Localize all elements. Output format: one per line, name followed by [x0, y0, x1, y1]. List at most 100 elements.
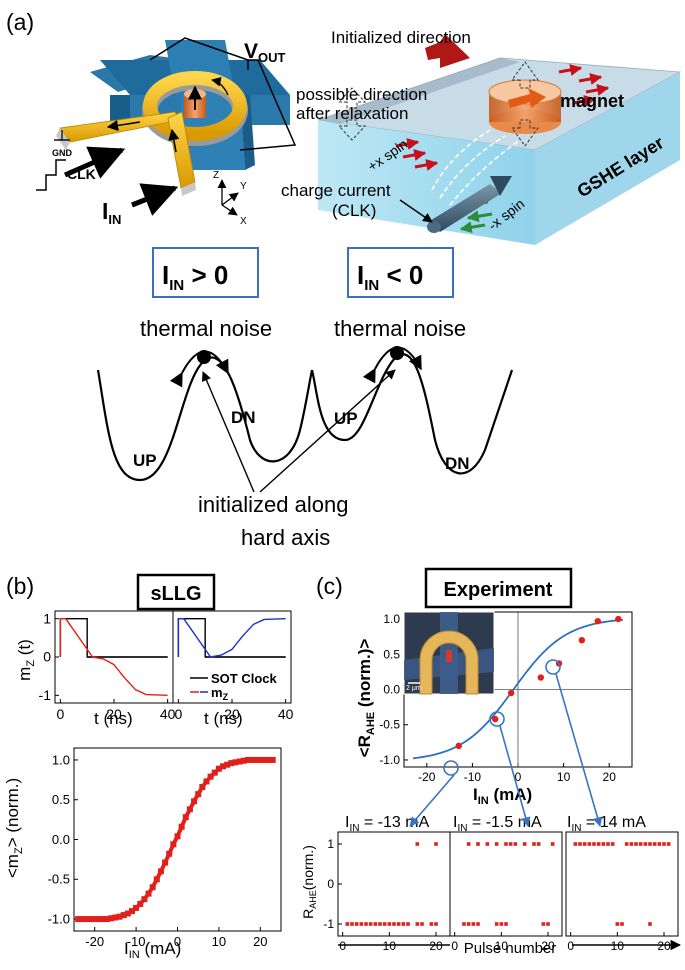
pulse-point	[434, 842, 438, 846]
pulse-point	[485, 842, 490, 846]
slab-side	[535, 72, 680, 245]
pulse-point	[476, 842, 480, 846]
x-tick-label: 20	[541, 939, 555, 953]
pulse-point	[378, 922, 382, 926]
well-up-label-2: UP	[334, 409, 358, 428]
pulse-point	[620, 922, 624, 926]
x-tick-label: 0	[515, 770, 522, 784]
axis-z-label: Z	[213, 170, 219, 181]
t-ns-xlabel-1: t (ns)	[94, 709, 133, 728]
iin-label: IIN	[102, 198, 121, 227]
pulse-point	[476, 922, 480, 926]
pulse-point	[513, 842, 518, 846]
pulse-point	[601, 842, 606, 846]
sllg-title-box	[136, 573, 216, 611]
pulse-point	[508, 842, 513, 846]
pulse-point	[662, 842, 666, 846]
pulse-point	[615, 922, 620, 926]
x-tick-label: -20	[418, 770, 436, 784]
exp-point	[492, 715, 499, 723]
legend-clock-label: SOT Clock	[211, 671, 278, 686]
axis-y-label: Y	[240, 181, 247, 192]
pulse-point	[610, 842, 615, 846]
callout-arrows	[409, 659, 603, 827]
y-tick-label: 0.0	[52, 832, 70, 847]
pulse-point	[541, 922, 546, 926]
mz-line	[177, 617, 286, 658]
plot-frame	[449, 831, 563, 937]
well-up-label-1: UP	[133, 451, 157, 470]
well-dn-label-2: DN	[445, 454, 470, 473]
well-dn-label-1: DN	[231, 408, 256, 427]
exp-point	[507, 689, 515, 697]
pulse-point	[666, 842, 671, 846]
x-tick-label: 20	[106, 706, 122, 722]
x-tick-label: -10	[127, 934, 146, 949]
initialized-direction-label: Initialized direction	[331, 28, 471, 47]
device-schematic	[36, 37, 297, 216]
pulse-point	[504, 922, 508, 926]
legend-mz-label: mZ	[211, 685, 229, 702]
clk-label: CLK	[67, 166, 96, 182]
pulse-point	[415, 842, 420, 846]
gold-ring	[143, 71, 247, 141]
mz-line	[59, 617, 168, 697]
pulse-point	[429, 922, 434, 926]
pulse-point	[582, 842, 587, 846]
pulse-point	[359, 922, 364, 926]
pulse-point	[522, 842, 527, 846]
pulse-point	[466, 922, 471, 926]
pulse-point	[406, 922, 410, 926]
iin-positive-label: IIN > 0	[162, 260, 228, 294]
y-tick-label: 0	[43, 649, 51, 665]
thermal-noise-label-1: thermal noise	[140, 316, 272, 341]
x-tick-label: 0	[567, 939, 574, 953]
mz-avg-ylabel: <mZ> (norm.)	[3, 778, 25, 878]
possible-direction-label: possible direction	[296, 85, 427, 104]
initialized-label-2: hard axis	[241, 525, 330, 550]
mz-t-ylabel: mZ (t)	[15, 639, 37, 681]
sot-clock-line	[59, 617, 168, 658]
y-tick-label: 0.0	[383, 683, 400, 697]
x-tick-label: 20	[224, 706, 240, 722]
subplot-title-2: IIN = -1.5 mA	[453, 814, 542, 834]
pulse-point	[382, 922, 387, 926]
pulse-point	[587, 842, 592, 846]
x-tick-label: 20	[657, 939, 671, 953]
axes-icon	[217, 179, 239, 216]
pulse-point	[578, 842, 582, 846]
exp-point	[537, 674, 544, 681]
pulse-point	[499, 922, 504, 926]
pulse-point	[354, 922, 359, 926]
y-tick-label: 0.5	[52, 792, 70, 807]
pulse-point	[592, 842, 596, 846]
pulse-point	[504, 842, 508, 846]
pulse-xlabel: Pulse number	[464, 940, 557, 957]
sllg-legend: SOT Clock mZ	[190, 671, 278, 702]
possible-up-arrow	[511, 61, 539, 89]
y-tick-label: 1.0	[52, 752, 70, 767]
iin-negative-label: IIN < 0	[357, 260, 423, 294]
pulse-point	[536, 842, 541, 846]
x-tick-label: 0	[451, 939, 458, 953]
x-tick-label: 10	[212, 934, 226, 949]
pulse-point	[401, 922, 406, 926]
x-tick-label: 0	[174, 934, 181, 949]
pulse-point	[466, 842, 471, 846]
plot-frame	[565, 831, 679, 937]
pulse-point	[573, 842, 578, 846]
pulse-point	[596, 842, 601, 846]
y-tick-label: -1	[323, 917, 334, 931]
pulse-point	[648, 922, 652, 926]
pulse-point	[546, 922, 550, 926]
pulse-point	[373, 922, 378, 926]
panel-b-label: (b)	[6, 573, 34, 599]
subplot-title-3: IIN = 14 mA	[567, 814, 646, 834]
panel-c-label: (c)	[316, 573, 343, 599]
